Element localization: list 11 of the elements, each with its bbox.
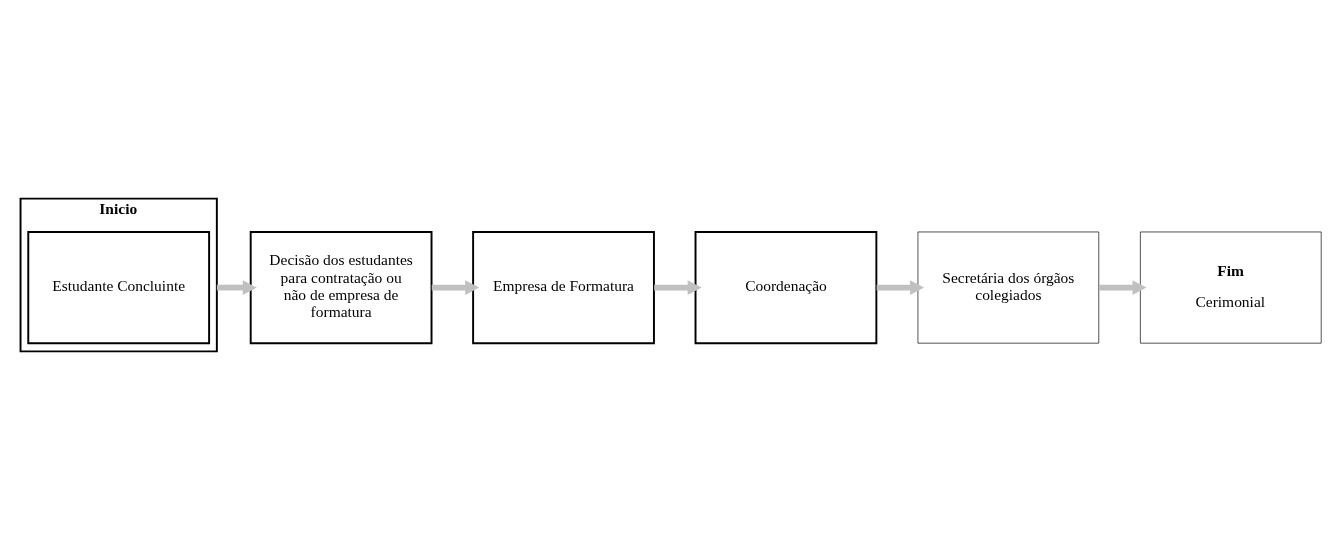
node-box: Empresa de Formatura bbox=[472, 230, 655, 344]
arrow bbox=[1099, 279, 1147, 295]
node-box: Secretária dos órgãos colegiados bbox=[917, 231, 1100, 343]
node-box: Coordenação bbox=[694, 230, 878, 344]
arrow bbox=[216, 279, 257, 295]
arrow bbox=[876, 279, 925, 295]
node-box: Estudante Concluinte bbox=[27, 230, 211, 344]
arrow bbox=[431, 279, 480, 295]
arrow bbox=[654, 279, 702, 295]
node-box: Decisão dos estudantes para contratação ou não de empresa de formatura bbox=[249, 230, 433, 344]
node-box: Fim Cerimonial bbox=[1140, 231, 1322, 343]
